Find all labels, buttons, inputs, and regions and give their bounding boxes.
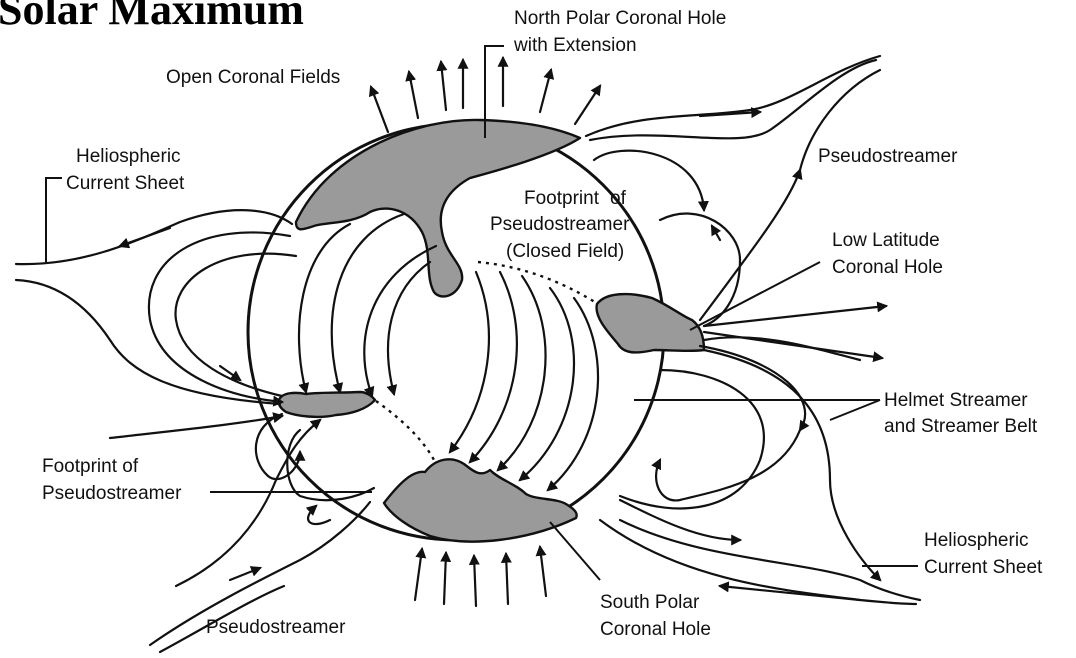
label-hcs-left-line1: Heliospheric [76, 146, 181, 167]
label-hcs-left-line2: Current Sheet [66, 173, 185, 194]
label-footprint-closed-line3: Pseudostreamer [490, 214, 630, 235]
label-low-latitude-line2: Coronal Hole [832, 257, 943, 278]
label-low-latitude-line1: Low Latitude [832, 230, 940, 251]
diagram-title: Solar Maximum [0, 0, 304, 34]
label-helmet-streamer-line2: and Streamer Belt [884, 416, 1038, 437]
label-open-coronal-fields: Open Coronal Fields [166, 67, 340, 88]
open-field-arrows-south [415, 547, 546, 606]
label-pseudostreamer-bottom: Pseudostreamer [206, 617, 346, 638]
label-helmet-streamer-line1: Helmet Streamer [884, 390, 1028, 411]
label-south-polar-line1: South Polar [600, 592, 700, 613]
label-footprint-left-line2: Pseudostreamer [42, 483, 182, 504]
label-hcs-right-line1: Heliospheric [924, 530, 1029, 551]
label-north-polar-hole-line1: North Polar Coronal Hole [514, 8, 726, 29]
label-footprint-closed-line2: of [610, 188, 627, 209]
label-hcs-right-line2: Current Sheet [924, 557, 1043, 578]
label-footprint-left-line1: Footprint of [42, 456, 139, 477]
label-north-polar-hole-line2: with Extension [513, 35, 637, 56]
label-south-polar-line2: Coronal Hole [600, 619, 711, 640]
label-pseudostreamer-right: Pseudostreamer [818, 146, 958, 167]
label-footprint-closed-line1: Footprint [524, 188, 600, 209]
label-footprint-closed-line4: (Closed Field) [506, 241, 624, 262]
